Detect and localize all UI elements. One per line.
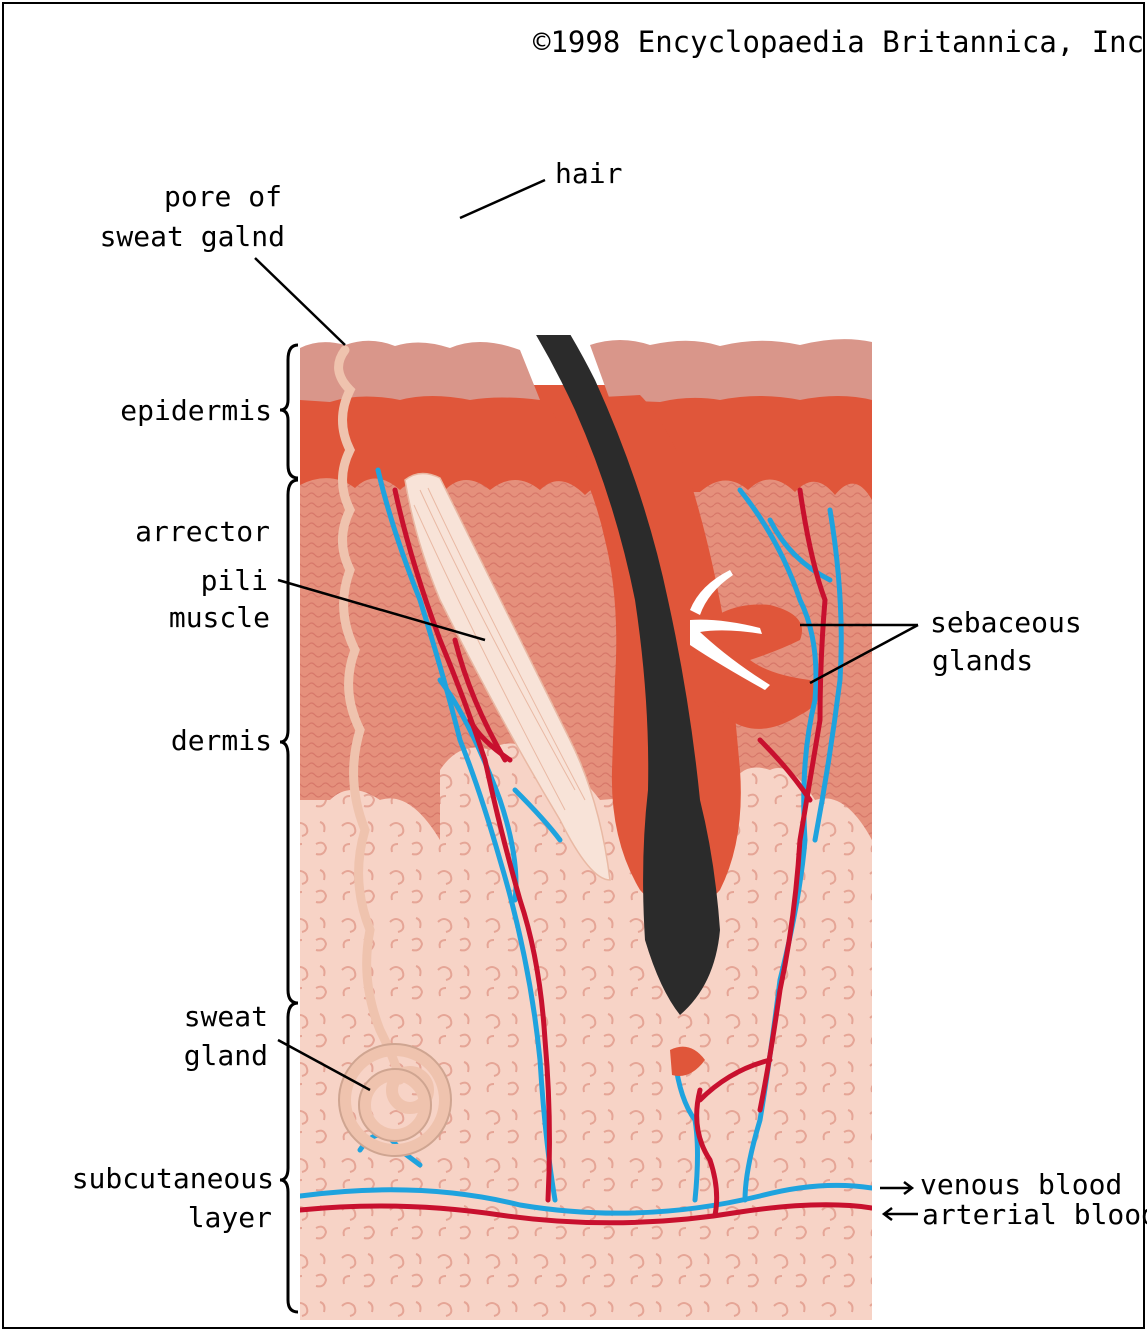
label-sweat-gland-line2: gland <box>184 1039 268 1072</box>
label-venous-blood: venous blood <box>920 1168 1122 1201</box>
label-arrector-line3: muscle <box>169 601 270 634</box>
copyright-text: ©1998 Encyclopaedia Britannica, Inc <box>533 25 1144 59</box>
label-epidermis: epidermis <box>120 394 272 427</box>
label-sebaceous-line2: glands <box>932 644 1033 677</box>
label-dermis: dermis <box>171 724 272 757</box>
label-arrector-line1: arrector <box>135 515 270 548</box>
label-arterial-blood: arterial blood <box>922 1198 1147 1231</box>
label-subcutaneous-line1: subcutaneous <box>72 1162 274 1195</box>
label-pore-line1: pore of <box>164 180 282 213</box>
label-pore-line2: sweat galnd <box>100 220 285 253</box>
label-arrector-line2: pili <box>201 564 268 597</box>
label-sebaceous-line1: sebaceous <box>930 606 1082 639</box>
label-hair: hair <box>555 157 622 190</box>
label-sweat-gland-line1: sweat <box>184 1000 268 1033</box>
label-subcutaneous-line2: layer <box>188 1201 272 1234</box>
